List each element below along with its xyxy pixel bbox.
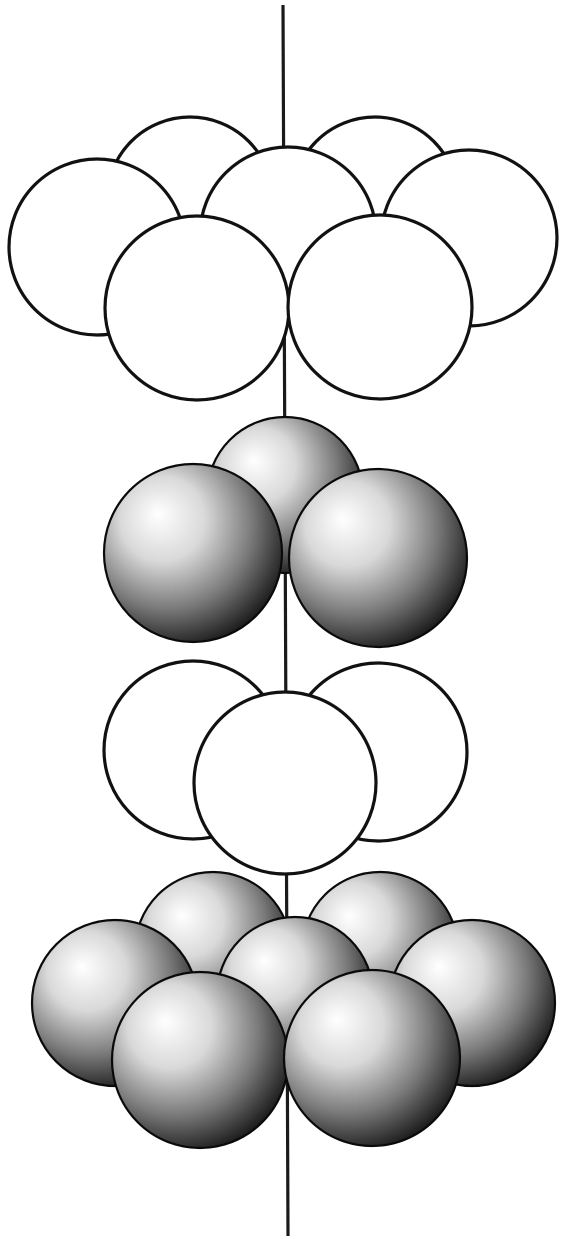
layer-4-sphere-6 [112,972,288,1148]
layer-4-spheres [32,872,555,1148]
layer-1-sphere-6 [105,216,289,400]
layer-2-sphere-2 [104,464,282,642]
layer-3-spheres [104,661,467,874]
layer-3-sphere-3 [194,692,376,874]
layer-1-sphere-7 [288,215,472,399]
layer-2-sphere-3 [289,469,467,647]
layer-4-sphere-7 [284,970,460,1146]
sphere-layers [9,117,557,1148]
